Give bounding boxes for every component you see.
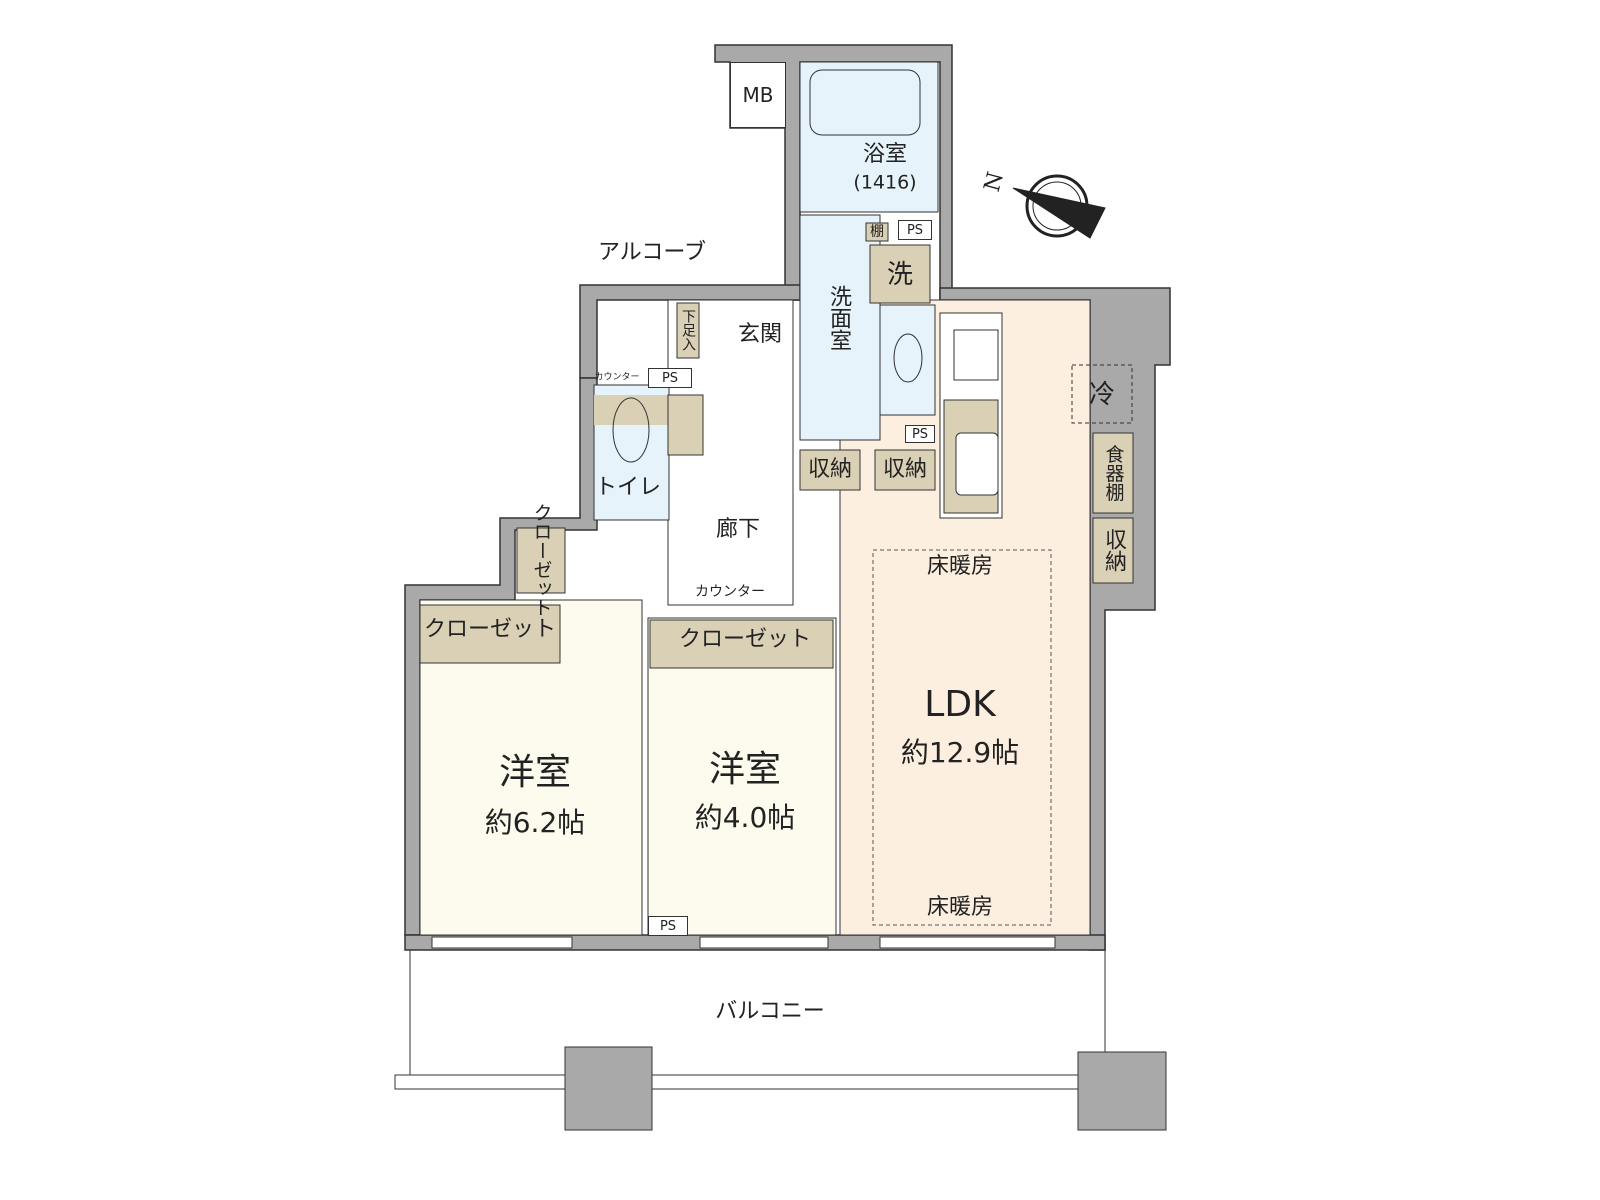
storage-label: 収納: [882, 457, 928, 482]
bedroom1-size: 約6.2帖: [484, 806, 586, 839]
toilet-counter-label: カウンター: [594, 372, 640, 383]
bath-size: (1416): [853, 171, 917, 194]
ps-label: PS: [898, 220, 932, 240]
ps-label: PS: [648, 368, 692, 388]
bedroom2-label: 洋室: [708, 749, 782, 790]
bathtub: [809, 69, 921, 136]
ldk-size: 約12.9帖: [900, 736, 1020, 769]
alcove-label: アルコーブ: [597, 240, 707, 265]
balcony: [394, 950, 1167, 1131]
washroom-floor: [799, 214, 881, 441]
closet2-label: クローゼット: [678, 627, 812, 652]
storage-label: 収納: [807, 457, 853, 482]
shelf-label: 棚: [870, 224, 884, 240]
ldk-label: LDK: [924, 684, 996, 725]
bedroom2-size: 約4.0帖: [694, 801, 796, 834]
sink-counter: [879, 304, 936, 416]
floor-heating-label: 床暖房: [926, 554, 994, 579]
floor-heating-label: 床暖房: [926, 895, 994, 920]
compass-icon: [1012, 174, 1106, 239]
ldk-storage-label: 収納: [1101, 528, 1126, 572]
washroom-label: 洗面室: [826, 285, 851, 351]
closet1-label: クローゼット: [423, 617, 557, 642]
hallway-label: 廊下: [715, 517, 761, 542]
storage1: [799, 449, 861, 491]
closet2: [649, 619, 834, 669]
ps-label: PS: [905, 425, 935, 443]
hall-counter-label: カウンター: [695, 584, 765, 600]
bedroom2-floor: [647, 617, 837, 936]
closet1: [419, 604, 561, 664]
bedroom1-label: 洋室: [498, 752, 572, 793]
bath-label: 浴室: [862, 142, 908, 167]
floor-heating-area: [872, 549, 1052, 926]
shoe-cabinet-label: 下足入: [680, 309, 696, 351]
balcony-label: バルコニー: [715, 999, 825, 1024]
shoe-cabinet: [676, 302, 700, 359]
fridge-label: 冷: [1088, 380, 1116, 410]
toilet-label: トイレ: [594, 475, 662, 500]
cupboard-label: 食器棚: [1102, 444, 1125, 502]
meter-box: MB: [730, 62, 786, 128]
ps-label: PS: [648, 916, 688, 936]
storage2: [874, 449, 936, 491]
small-closet-label: クローゼット: [530, 503, 553, 617]
entrance-label: 玄関: [737, 322, 783, 347]
washer-label: 洗: [886, 260, 914, 290]
